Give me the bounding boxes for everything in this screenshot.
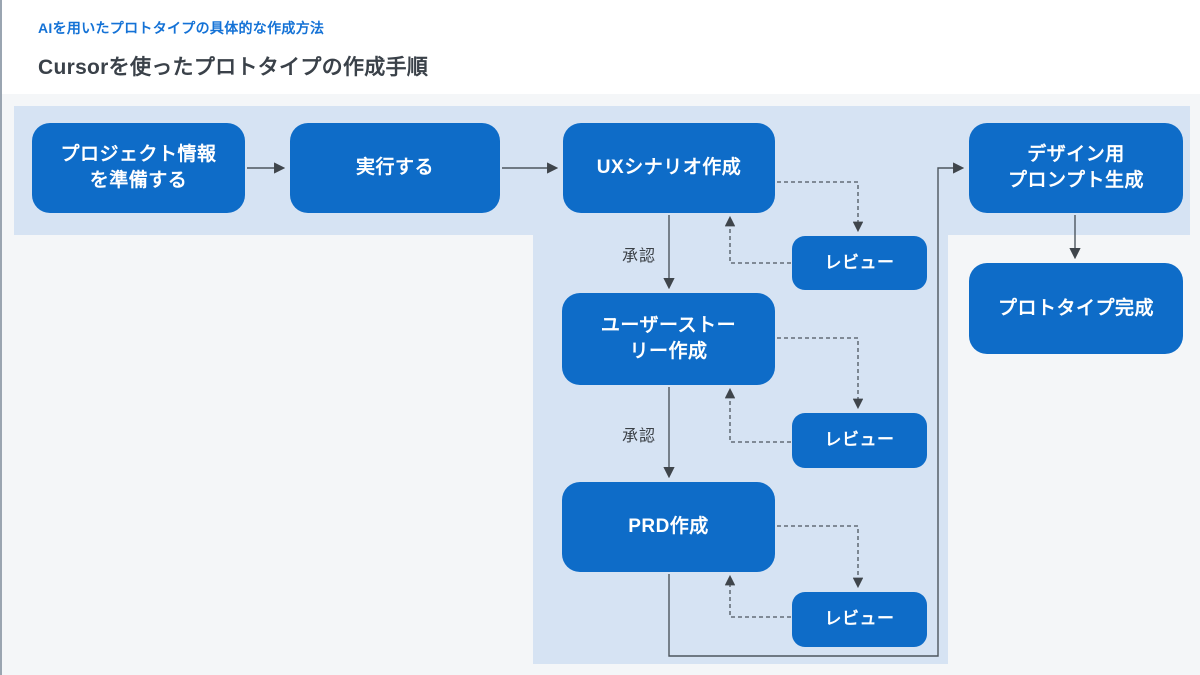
approval-label-ux: 承認 (621, 248, 656, 265)
page-title: Cursorを使ったプロトタイプの作成手順 (38, 56, 429, 79)
node-project-info: プロジェクト情報 を準備する (32, 123, 245, 213)
eyebrow-label: AIを用いたプロトタイプの具体的な作成方法 (38, 20, 325, 36)
node-prd: PRD作成 (562, 482, 775, 572)
left-edge-divider (0, 0, 2, 675)
approval-label-user-story: 承認 (621, 428, 656, 445)
node-execute: 実行する (290, 123, 500, 213)
node-ux-scenario: UXシナリオ作成 (563, 123, 775, 213)
node-review-user-story: レビュー (792, 413, 927, 468)
node-prototype-done: プロトタイプ完成 (969, 263, 1183, 354)
slide-header: AIを用いたプロトタイプの具体的な作成方法 Cursorを使ったプロトタイプの作… (38, 18, 428, 81)
node-review-prd: レビュー (792, 592, 927, 647)
node-design-prompt: デザイン用 プロンプト生成 (969, 123, 1183, 213)
node-user-story: ユーザーストー リー作成 (562, 293, 775, 385)
node-review-ux: レビュー (792, 236, 927, 290)
